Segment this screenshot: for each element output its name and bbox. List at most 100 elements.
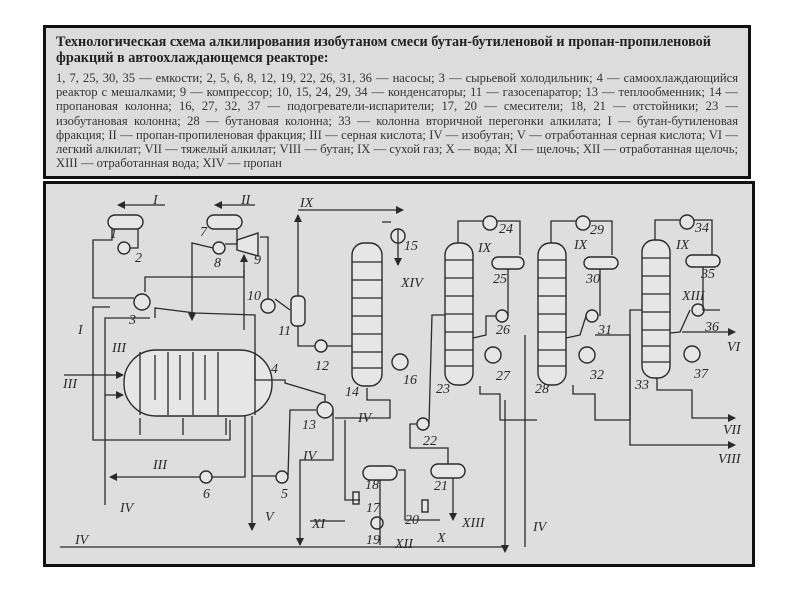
- diagram-label: 36: [704, 320, 719, 335]
- diagram-label: XIII: [681, 289, 706, 304]
- condenser-34: [679, 214, 695, 230]
- diagram-label: V: [265, 510, 275, 525]
- diagram-label: 24: [499, 222, 513, 237]
- reboiler-16: [391, 353, 409, 371]
- condensers: [260, 214, 695, 314]
- diagram-label: 27: [496, 369, 511, 384]
- diagram-label: 32: [589, 368, 604, 383]
- stream-labels: I I II III III III IV IV IV IV IV V VI V…: [62, 193, 742, 552]
- diagram-label: 37: [693, 367, 709, 382]
- diagram-label: 9: [254, 253, 261, 268]
- diagram-label: 20: [405, 513, 419, 528]
- diagram-label: 31: [597, 323, 612, 338]
- diagram-label: 29: [590, 223, 604, 238]
- diagram-label: VII: [723, 423, 742, 438]
- diagram-label: 7: [200, 225, 208, 240]
- caption-legend: 1, 7, 25, 30, 35 — емкости; 2, 5, 6, 8, …: [56, 71, 738, 171]
- pump-6: [199, 470, 213, 484]
- pump-31: [585, 309, 599, 323]
- diagram-label: 15: [404, 239, 418, 254]
- diagram-label: 14: [345, 385, 359, 400]
- condenser-24: [482, 215, 498, 231]
- diagram-label: 17: [366, 501, 381, 516]
- diagram-label: 8: [214, 256, 221, 271]
- diagram-label: III: [111, 341, 127, 356]
- diagram-label: 6: [203, 487, 210, 502]
- compressor-9: [236, 232, 259, 257]
- diagram-label: IX: [299, 196, 314, 211]
- diagram-label: X: [436, 531, 446, 546]
- settler-21: [430, 463, 466, 479]
- heat-exchangers: [133, 293, 701, 419]
- diagram-label: 1: [110, 227, 117, 242]
- diagram-label: 13: [302, 418, 316, 433]
- diagram-label: 19: [366, 533, 380, 548]
- diagram-label: 4: [271, 362, 278, 377]
- pump-22: [416, 417, 430, 431]
- column-trays: [352, 257, 670, 369]
- diagram-label: 23: [436, 382, 450, 397]
- drum-7: [206, 214, 243, 230]
- diagram-label: 5: [281, 487, 288, 502]
- condenser-29: [575, 215, 591, 231]
- pump-36: [691, 303, 705, 317]
- diagram-label: XIII: [461, 516, 486, 531]
- diagram-label: 10: [247, 289, 261, 304]
- diagram-label: 2: [135, 251, 142, 266]
- diagram-label: IV: [119, 501, 135, 516]
- caption-title: Технологическая схема алкилирования изоб…: [56, 34, 711, 66]
- diagram-label: 33: [634, 378, 649, 393]
- drum-1: [107, 214, 144, 230]
- diagram-label: 11: [278, 324, 291, 339]
- diagram-label: IX: [477, 241, 492, 256]
- drum-35: [685, 254, 721, 268]
- diagram-label: 35: [700, 267, 715, 282]
- diagram-label: IX: [573, 238, 588, 253]
- diagram-label: 16: [403, 373, 417, 388]
- pump-8: [212, 241, 226, 255]
- column-33: [641, 239, 671, 379]
- process-lines: [60, 206, 736, 553]
- condenser-10: [260, 298, 276, 314]
- pump-12: [314, 339, 328, 353]
- pump-19: [370, 516, 384, 530]
- drum-30: [583, 256, 619, 270]
- column-14: [351, 242, 383, 387]
- diagram-label: I: [152, 193, 159, 208]
- diagram-label: XI: [311, 517, 327, 532]
- pump-5: [275, 470, 289, 484]
- diagram-label: XII: [394, 537, 414, 552]
- reboiler-37: [683, 345, 701, 363]
- diagram-label: VIII: [718, 452, 742, 467]
- diagram-label: 12: [315, 359, 329, 374]
- drum-25: [491, 256, 525, 270]
- mixer-17: [352, 491, 360, 505]
- diagram-label: XIV: [400, 276, 424, 291]
- diagram-label: III: [152, 458, 168, 473]
- diagram-label: IX: [675, 238, 690, 253]
- diagram-label: 22: [423, 434, 437, 449]
- pump-26: [495, 309, 509, 323]
- cooler-3: [133, 293, 151, 311]
- reboiler-32: [578, 346, 596, 364]
- columns: [351, 239, 671, 387]
- diagram-label: I: [77, 323, 84, 338]
- mixer-20: [421, 499, 429, 513]
- diagram-label: IV: [532, 520, 548, 535]
- reboiler-27: [484, 346, 502, 364]
- figure-caption: Технологическая схема алкилирования изоб…: [43, 25, 751, 179]
- diagram-label: 3: [128, 313, 136, 328]
- pumps: [117, 241, 705, 530]
- gas-separator-11: [290, 295, 306, 327]
- diagram-label: 18: [365, 478, 379, 493]
- diagram-label: IV: [74, 533, 90, 548]
- reactor-4: [123, 349, 273, 417]
- diagram-label: IV: [302, 449, 318, 464]
- diagram-label: 30: [585, 272, 600, 287]
- diagram-label: 34: [694, 221, 709, 236]
- diagram-label: 28: [535, 382, 549, 397]
- diagram-label: 26: [496, 323, 510, 338]
- diagram-label: IV: [357, 411, 373, 426]
- pump-2: [117, 241, 131, 255]
